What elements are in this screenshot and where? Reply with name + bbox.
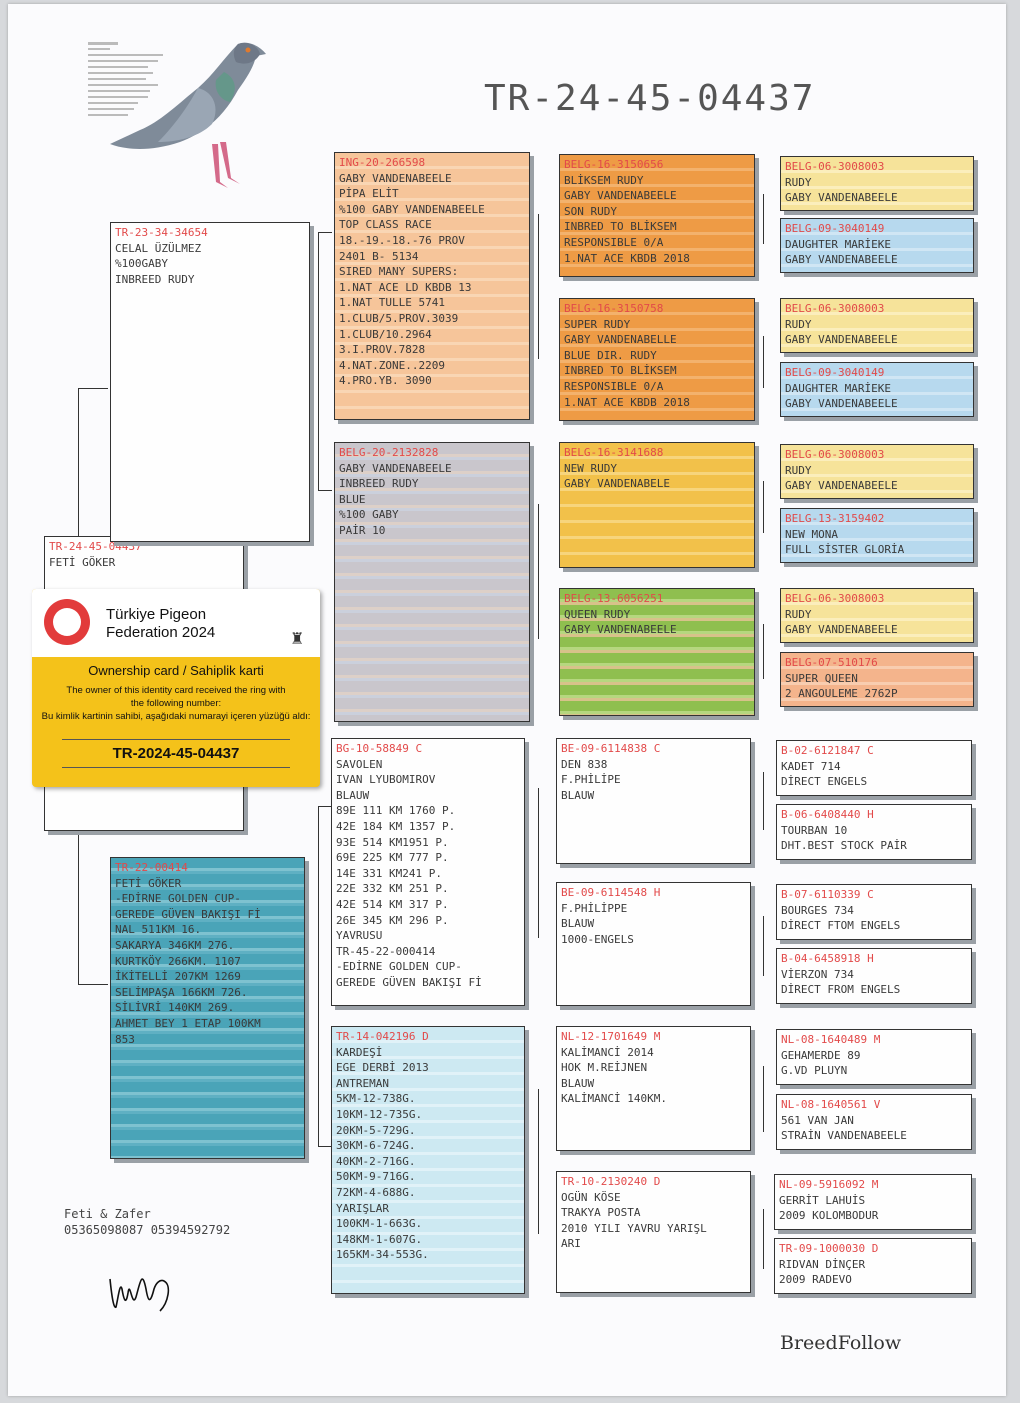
- ownership-card: Türkiye Pigeon Federation 2024 ♜ Ownersh…: [32, 589, 320, 787]
- pedigree-sheet: TR-24-45-04437 TR-24-45-04437 FETİ GÖKER…: [8, 4, 1006, 1396]
- dam-box[interactable]: TR-22-00414 FETİ GÖKER -EDİRNE GOLDEN CU…: [110, 857, 305, 1159]
- ddd-box[interactable]: TR-10-2130240 D OGÜN KÖSE TRAKYA POSTA 2…: [556, 1171, 751, 1293]
- gen5-box-3[interactable]: BELG-06-3008003 RUDY GABY VANDENABEELE: [780, 298, 974, 353]
- sd-box[interactable]: BELG-20-2132828 GABY VANDENABEELE INBREE…: [334, 442, 530, 722]
- card-header: Türkiye Pigeon Federation 2024 ♜: [32, 589, 320, 657]
- connector: [318, 232, 332, 233]
- sdd-box[interactable]: BELG-13-6056251 QUEEN RUDY GABY VANDENAB…: [559, 588, 755, 716]
- connector: [763, 1209, 764, 1269]
- card-text: The owner of this identity card received…: [41, 685, 311, 722]
- federation-name: Türkiye Pigeon Federation 2024: [106, 606, 216, 641]
- connector: [78, 984, 108, 985]
- ss-box[interactable]: ING-20-266598 GABY VANDENABEELE PİPA ELİ…: [334, 152, 530, 420]
- pigeon-image: [88, 32, 268, 202]
- connector: [763, 481, 764, 533]
- connector: [763, 772, 764, 830]
- connector: [318, 1146, 332, 1147]
- connector: [78, 388, 108, 389]
- gen5-box-2[interactable]: BELG-09-3040149 DAUGHTER MARİEKE GABY VA…: [780, 218, 974, 273]
- signature: [102, 1259, 182, 1319]
- gen5-box-1[interactable]: BELG-06-3008003 RUDY GABY VANDENABEELE: [780, 156, 974, 211]
- gen5-box-9[interactable]: B-02-6121847 C KADET 714 DİRECT ENGELS: [776, 740, 972, 796]
- connector: [763, 916, 764, 976]
- owner-info: Feti & Zafer 05365098087 05394592792: [64, 1207, 231, 1237]
- ds-box[interactable]: BG-10-58849 C SAVOLEN IVAN LYUBOMIROV BL…: [331, 738, 525, 1006]
- sds-box[interactable]: BELG-16-3141688 NEW RUDY GABY VANDENABEL…: [559, 442, 755, 568]
- gen5-box-16[interactable]: TR-09-1000030 D RIDVAN DİNÇER 2009 RADEV…: [774, 1238, 972, 1294]
- gen5-box-12[interactable]: B-04-6458918 H VİERZON 734 DİRECT FROM E…: [776, 948, 972, 1004]
- card-ring-number: TR-2024-45-04437: [112, 745, 240, 762]
- gen5-box-4[interactable]: BELG-09-3040149 DAUGHTER MARİEKE GABY VA…: [780, 362, 974, 417]
- ssd-box[interactable]: BELG-16-3150758 SUPER RUDY GABY VANDENAB…: [559, 298, 755, 421]
- connector: [538, 788, 539, 938]
- divider: [62, 739, 290, 740]
- connector: [318, 232, 319, 490]
- connector: [538, 214, 539, 359]
- divider: [62, 767, 290, 768]
- connector: [763, 194, 764, 244]
- bird-icon: ♜: [290, 631, 305, 648]
- dss-box[interactable]: BE-09-6114838 C DEN 838 F.PHİLİPE BLAUW: [556, 738, 751, 864]
- card-title: Ownership card / Sahiplik karti: [88, 663, 264, 678]
- gen5-box-7[interactable]: BELG-06-3008003 RUDY GABY VANDENABEELE: [780, 588, 974, 643]
- dsd-box[interactable]: BE-09-6114548 H F.PHİLİPPE BLAUW 1000-EN…: [556, 882, 751, 1006]
- connector: [538, 1089, 539, 1234]
- connector: [318, 806, 332, 807]
- federation-logo-icon: [44, 599, 90, 645]
- gen5-box-6[interactable]: BELG-13-3159402 NEW MONA FULL SİSTER GLO…: [780, 508, 974, 563]
- gen5-box-10[interactable]: B-06-6408440 H TOURBAN 10 DHT.BEST STOCK…: [776, 804, 972, 860]
- dds-box[interactable]: NL-12-1701649 M KALİMANCİ 2014 HOK M.REİ…: [556, 1026, 751, 1151]
- connector: [318, 806, 319, 1146]
- connector: [763, 336, 764, 388]
- gen5-box-14[interactable]: NL-08-1640561 V 561 VAN JAN STRAİN VANDE…: [776, 1094, 972, 1150]
- connector: [763, 624, 764, 679]
- pedigree-title: TR-24-45-04437: [484, 78, 816, 119]
- brand-logo: BreedFollow: [780, 1332, 902, 1354]
- dd-box[interactable]: TR-14-042196 D KARDEŞİ EGE DERBİ 2013 AN…: [331, 1026, 525, 1294]
- gen5-box-11[interactable]: B-07-6110339 C BOURGES 734 DİRECT FTOM E…: [776, 884, 972, 940]
- gen5-box-13[interactable]: NL-08-1640489 M GEHAMERDE 89 G.VD PLUYN: [776, 1029, 972, 1085]
- gen5-box-8[interactable]: BELG-07-510176 SUPER QUEEN 2 ANGOULEME 2…: [780, 652, 974, 707]
- sss-box[interactable]: BELG-16-3150656 BLİKSEM RUDY GABY VANDEN…: [559, 154, 755, 277]
- connector: [538, 504, 539, 639]
- gen5-box-5[interactable]: BELG-06-3008003 RUDY GABY VANDENABEELE: [780, 444, 974, 499]
- gen5-box-15[interactable]: NL-09-5916092 M GERRİT LAHUİS 2009 KOLOM…: [774, 1174, 972, 1230]
- connector: [78, 834, 79, 984]
- connector: [318, 490, 332, 491]
- connector: [763, 1066, 764, 1132]
- sire-box[interactable]: TR-23-34-34654 CELAL ÜZÜLMEZ %100GABY IN…: [110, 222, 310, 542]
